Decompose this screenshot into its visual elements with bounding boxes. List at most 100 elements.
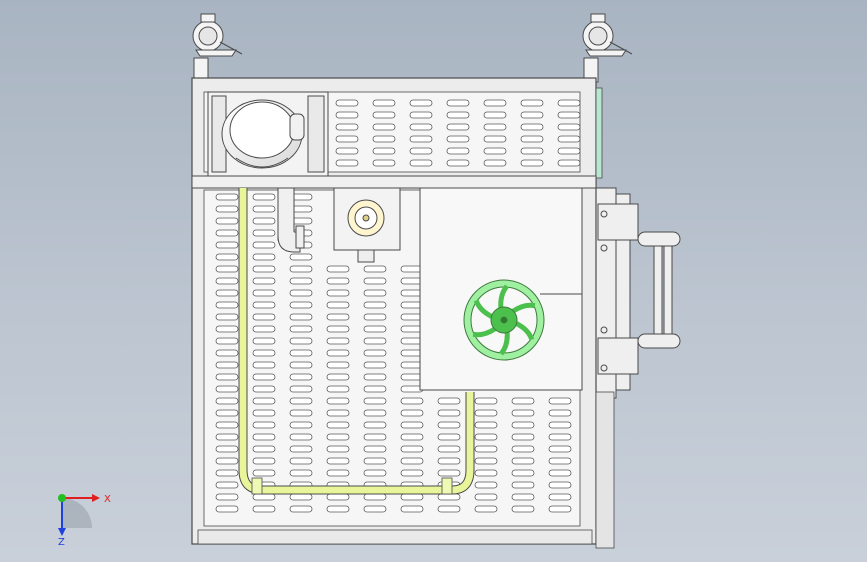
vent-slot xyxy=(474,421,498,429)
vent-slot xyxy=(289,469,313,477)
vent-slot xyxy=(252,493,276,501)
vent-slot xyxy=(557,111,581,119)
vent-slot xyxy=(437,397,461,405)
vent-slot xyxy=(520,159,544,167)
wheel-spoke xyxy=(473,299,494,320)
vent-slot xyxy=(215,421,239,429)
vent-slot xyxy=(252,325,276,333)
vent-slot xyxy=(520,135,544,143)
vent-slot xyxy=(520,123,544,131)
vent-slot xyxy=(511,445,535,453)
vent-slot xyxy=(215,409,239,417)
vent-slot xyxy=(289,277,313,285)
vent-slot xyxy=(215,481,239,489)
vent-slot xyxy=(446,123,470,131)
vent-slots-top xyxy=(335,99,581,167)
vent-slot xyxy=(483,123,507,131)
vent-slot xyxy=(326,325,350,333)
elbow-pipe xyxy=(277,187,305,253)
vent-slot xyxy=(520,111,544,119)
vent-slot xyxy=(326,397,350,405)
vent-slot xyxy=(548,493,572,501)
vent-slot xyxy=(289,433,313,441)
vent-slot xyxy=(363,265,387,273)
axis-triad: X Z xyxy=(58,494,111,548)
vent-slot xyxy=(548,469,572,477)
vent-slot xyxy=(363,277,387,285)
hand-wheel xyxy=(463,279,545,361)
vent-slot xyxy=(326,265,350,273)
vent-slot xyxy=(252,505,276,513)
vent-slot xyxy=(409,159,433,167)
vent-slot xyxy=(474,445,498,453)
vent-slot xyxy=(326,373,350,381)
vent-slot xyxy=(409,123,433,131)
vent-slot xyxy=(363,337,387,345)
wheel-spoke xyxy=(514,320,535,341)
vent-slot xyxy=(372,147,396,155)
vent-slot xyxy=(326,301,350,309)
vent-slot xyxy=(335,159,359,167)
vent-slot xyxy=(557,123,581,131)
vent-slot xyxy=(511,505,535,513)
vent-slot xyxy=(326,445,350,453)
vent-slot xyxy=(372,99,396,107)
vent-slot xyxy=(548,409,572,417)
vent-slot xyxy=(483,111,507,119)
vent-slot xyxy=(409,135,433,143)
vent-slot xyxy=(483,135,507,143)
vent-slot xyxy=(511,421,535,429)
vent-slot xyxy=(215,313,239,321)
caster-wheel-right xyxy=(582,13,633,83)
vent-slot xyxy=(437,457,461,465)
vent-slot xyxy=(289,253,313,261)
vent-slot xyxy=(252,349,276,357)
vent-slot xyxy=(511,457,535,465)
vent-slot xyxy=(511,493,535,501)
vent-slot xyxy=(215,385,239,393)
wheel-spoke xyxy=(511,302,536,314)
vent-slot xyxy=(437,409,461,417)
vent-slot xyxy=(215,325,239,333)
vent-slot xyxy=(400,397,424,405)
vent-slot xyxy=(511,409,535,417)
vent-slot xyxy=(474,409,498,417)
motor-housing xyxy=(207,91,329,177)
vent-slot xyxy=(326,385,350,393)
vent-slot xyxy=(252,361,276,369)
vent-slot xyxy=(400,421,424,429)
vent-slot xyxy=(548,421,572,429)
vent-slot xyxy=(252,457,276,465)
vent-slot xyxy=(252,421,276,429)
vent-slot xyxy=(363,505,387,513)
vent-slot xyxy=(335,99,359,107)
vent-slot xyxy=(252,397,276,405)
vent-slot xyxy=(437,433,461,441)
vent-slot xyxy=(215,289,239,297)
vent-slot xyxy=(289,301,313,309)
vent-slot xyxy=(363,385,387,393)
vent-slot xyxy=(372,135,396,143)
vent-slot xyxy=(400,469,424,477)
vent-slot xyxy=(289,337,313,345)
vent-slot xyxy=(363,433,387,441)
vent-slot xyxy=(446,99,470,107)
vent-slot xyxy=(289,361,313,369)
vent-slot xyxy=(557,159,581,167)
vent-slot xyxy=(252,277,276,285)
vent-slot xyxy=(548,433,572,441)
vent-slot xyxy=(215,361,239,369)
vent-slot xyxy=(409,147,433,155)
vent-slot xyxy=(289,313,313,321)
vent-slot xyxy=(326,349,350,357)
vent-slot xyxy=(215,493,239,501)
vent-slot xyxy=(252,409,276,417)
vent-slot xyxy=(289,505,313,513)
wheel-spoke xyxy=(499,331,510,356)
vent-slot xyxy=(289,457,313,465)
vent-slot xyxy=(252,469,276,477)
vent-slot xyxy=(215,253,239,261)
vent-slot xyxy=(252,253,276,261)
